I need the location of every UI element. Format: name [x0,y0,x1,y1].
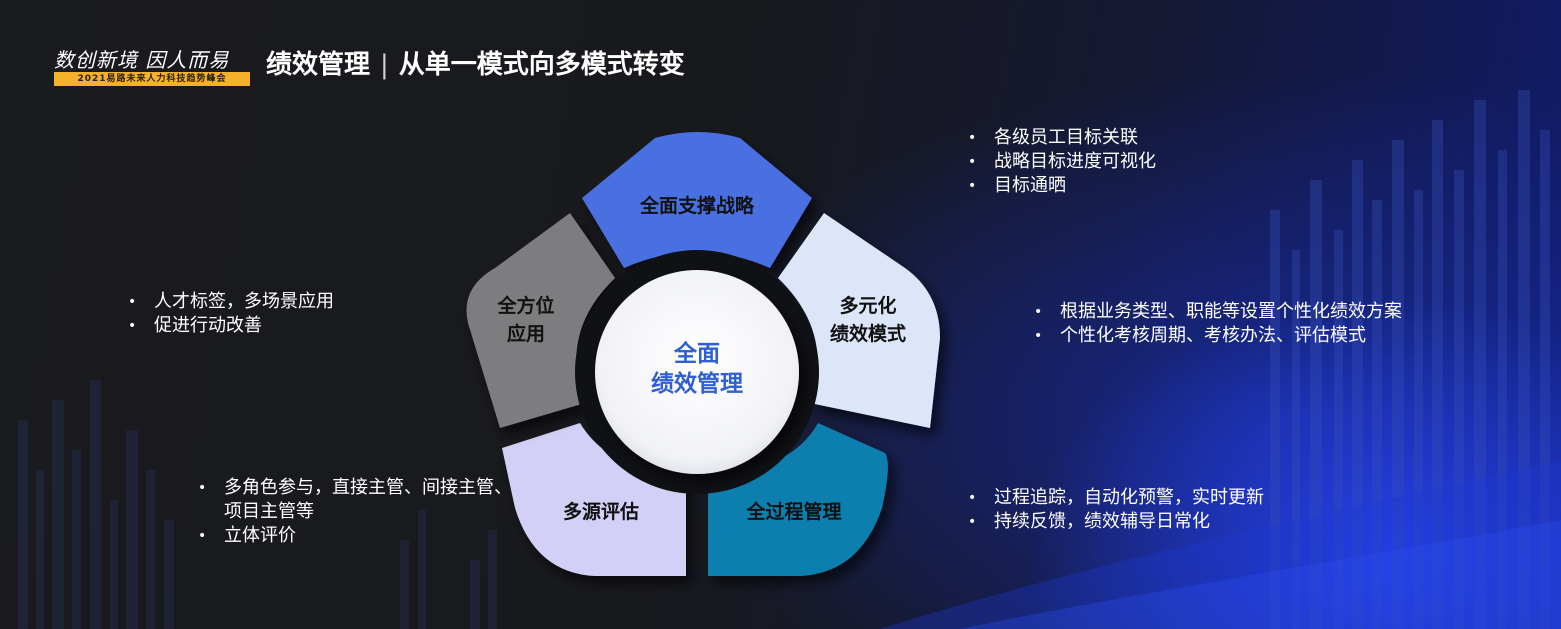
segment-diversified-label-1: 多元化 [839,294,896,317]
list-item: 各级员工目标关联 [968,126,1156,150]
bullets-multisource: 多角色参与，直接主管、间接主管、项目主管等 立体评价 [198,476,518,548]
segment-strategy-label: 全面支撑战略 [639,194,755,217]
page-title-right: 从单一模式向多模式转变 [398,50,685,80]
title-separator: | [380,50,389,80]
segment-multisource [502,423,686,576]
bullets-strategy: 各级员工目标关联 战略目标进度可视化 目标通晒 [968,126,1156,198]
segment-application-label-2: 应用 [507,322,545,345]
list-item: 持续反馈，绩效辅导日常化 [968,510,1264,534]
center-disc [595,270,799,474]
list-item: 个性化考核周期、考核办法、评估模式 [1034,324,1402,348]
segment-multisource-label: 多源评估 [563,500,639,523]
list-item: 人才标签，多场景应用 [128,290,334,314]
bullets-process: 过程追踪，自动化预警，实时更新 持续反馈，绩效辅导日常化 [968,486,1264,534]
bullets-diversified: 根据业务类型、职能等设置个性化绩效方案 个性化考核周期、考核办法、评估模式 [1034,300,1402,348]
list-item: 目标通晒 [968,174,1156,198]
center-label-2: 绩效管理 [651,370,743,397]
logo-title: 数创新境 因人而易 [54,48,230,72]
list-item: 促进行动改善 [128,314,334,338]
segment-process [708,423,888,576]
center-label-1: 全面 [673,340,720,367]
list-item: 立体评价 [198,524,518,548]
list-item: 多角色参与，直接主管、间接主管、项目主管等 [198,476,518,524]
logo-subtitle: 2021易路未来人力科技趋势峰会 [54,72,250,86]
segment-process-label: 全过程管理 [745,500,841,523]
page-title-left: 绩效管理 [266,50,371,80]
list-item: 过程追踪，自动化预警，实时更新 [968,486,1264,510]
event-logo: 数创新境 因人而易 2021易路未来人力科技趋势峰会 [54,44,254,88]
segment-application [466,213,615,428]
list-item: 战略目标进度可视化 [968,150,1156,174]
list-item: 根据业务类型、职能等设置个性化绩效方案 [1034,300,1402,324]
segment-application-label-1: 全方位 [496,294,554,317]
performance-diagram: 全面支撑战略 多元化 绩效模式 全过程管理 多源评估 全方位 应用 全面 绩效管… [466,132,940,576]
segment-diversified-label-2: 绩效模式 [830,322,906,345]
bullets-application: 人才标签，多场景应用 促进行动改善 [128,290,334,338]
segment-strategy [582,132,812,268]
page-title: 绩效管理 | 从单一模式向多模式转变 [266,44,685,81]
